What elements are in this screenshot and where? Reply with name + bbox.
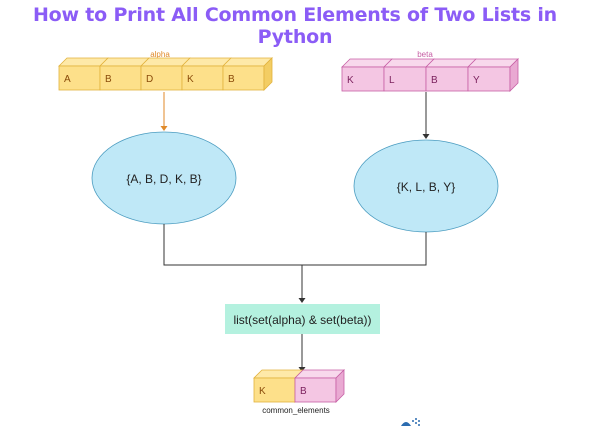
alpha-cell-text: D xyxy=(146,74,153,85)
alpha-cell-text: B xyxy=(228,74,235,85)
alpha-cell-text: A xyxy=(64,74,71,85)
beta-arrowhead xyxy=(422,134,430,139)
alpha-cell: K xyxy=(181,57,232,91)
result-cell: B xyxy=(294,369,345,403)
result-cell-text: K xyxy=(259,386,266,397)
beta-cell: B xyxy=(425,58,477,92)
result-cell-text: B xyxy=(300,386,307,397)
result-arrowhead xyxy=(298,367,306,372)
beta-cell-text: Y xyxy=(473,75,480,86)
result-label: common_elements xyxy=(262,406,330,415)
beta-cell-text: L xyxy=(389,75,395,86)
alpha-label: alpha xyxy=(150,50,170,59)
alpha-arrowhead xyxy=(160,126,168,131)
beta-label: beta xyxy=(417,50,433,59)
alpha-cell: B xyxy=(99,57,150,91)
beta-cell: Y xyxy=(467,58,519,92)
alpha-cell-text: K xyxy=(187,74,194,85)
beta-cell-text: K xyxy=(347,75,354,86)
operation-text: list(set(alpha) & set(beta)) xyxy=(233,313,371,327)
merge-arrowhead xyxy=(298,298,306,303)
beta-set-text: {K, L, B, Y} xyxy=(397,180,456,194)
alpha-cell-text: B xyxy=(105,74,112,85)
alpha-set-text: {A, B, D, K, B} xyxy=(126,172,201,186)
alpha-cell: B xyxy=(222,57,273,91)
operation-box xyxy=(225,304,380,334)
beta-connector xyxy=(302,232,427,266)
beta-cell-text: B xyxy=(431,75,438,86)
alpha-connector xyxy=(163,224,302,266)
logo-icon xyxy=(401,418,420,426)
alpha-cell: A xyxy=(58,57,109,91)
page-title: How to Print All Common Elements of Two … xyxy=(32,4,558,48)
